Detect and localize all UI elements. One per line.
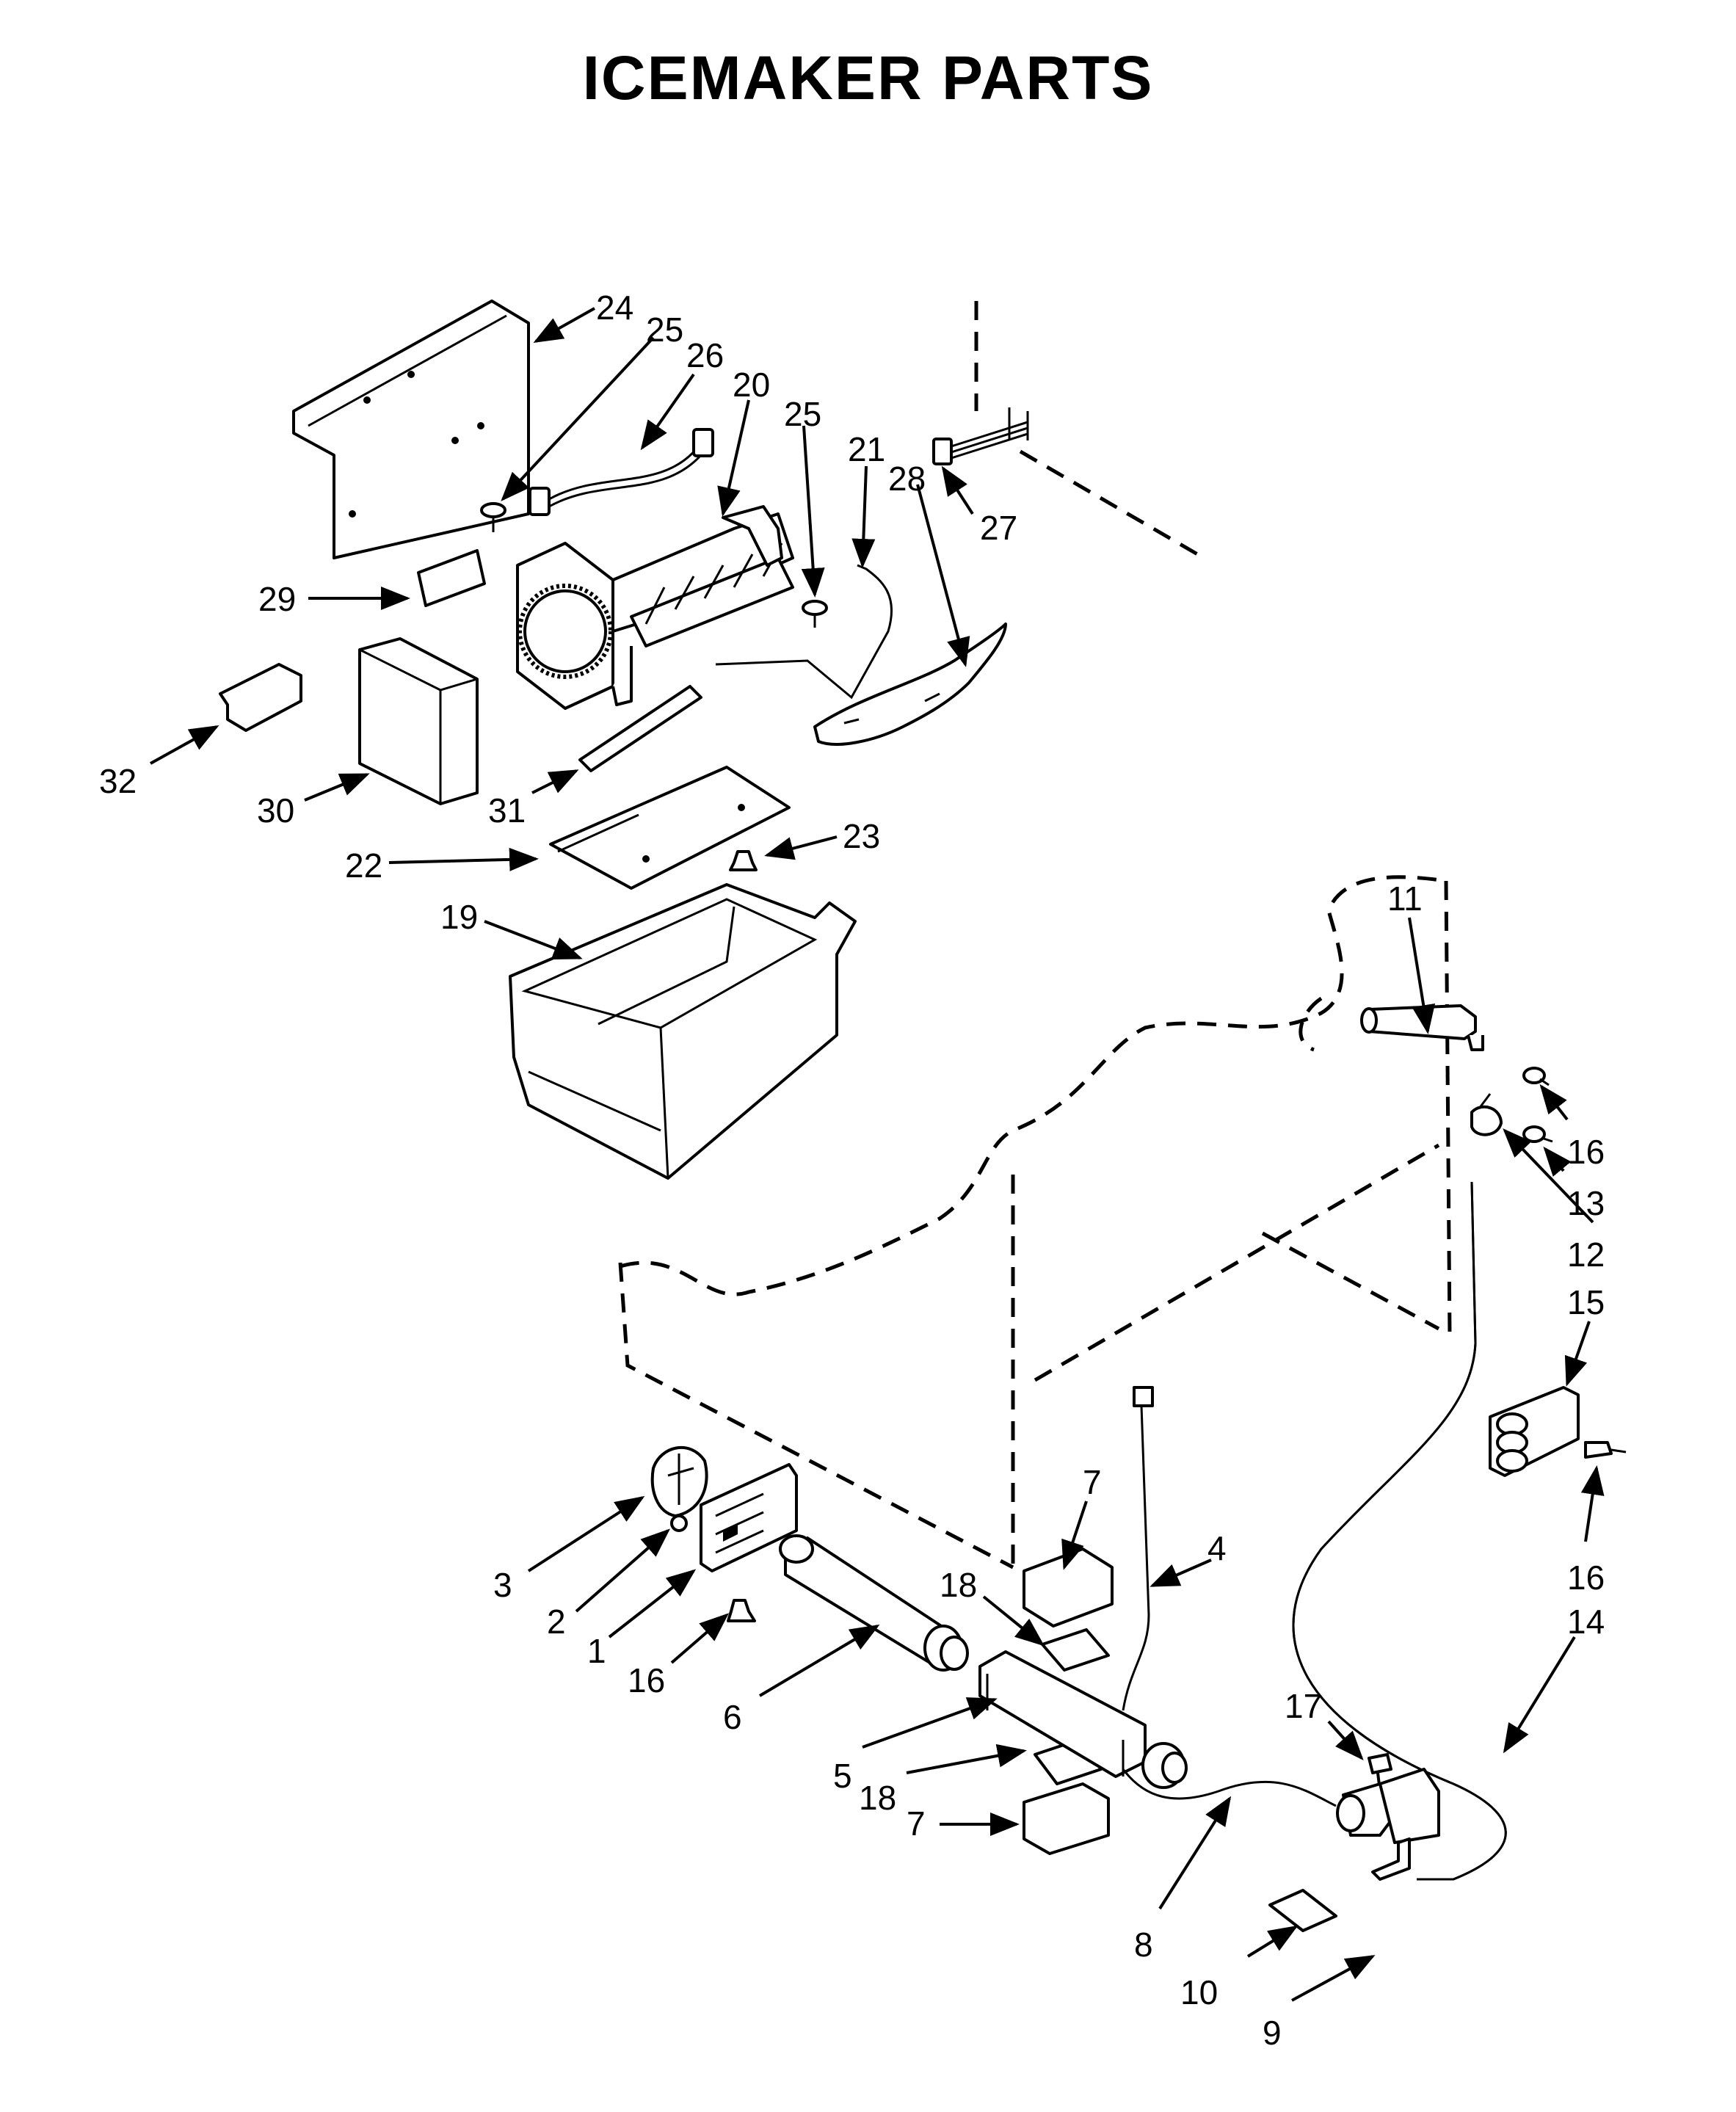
- water-valve: [1336, 1768, 1440, 1844]
- part-31-tube: [578, 685, 702, 772]
- part-27-connector: [932, 407, 1029, 465]
- callout-5: 5: [833, 1757, 852, 1795]
- part-12-clamp: [1470, 1093, 1503, 1136]
- callout-6: 6: [723, 1698, 742, 1736]
- callout-15: 15: [1567, 1283, 1605, 1321]
- callout-4: 4: [1207, 1529, 1227, 1567]
- part-3-knob: [650, 1446, 708, 1517]
- callout-27: 27: [980, 509, 1017, 547]
- part-10-plate: [1268, 1889, 1337, 1932]
- part-13-screw: [1522, 1125, 1553, 1143]
- part-9-bracket: [1371, 1837, 1411, 1881]
- cabinet-outline-dashed: [618, 301, 1452, 1571]
- callout-31: 31: [488, 791, 526, 830]
- callout-1: 1: [587, 1632, 606, 1670]
- callout-labels: 24 25 26 20 25 21 28 27 29 32 30 31 22 2…: [99, 289, 1605, 2052]
- part-32-bracket: [219, 663, 302, 732]
- part-30-cover: [358, 637, 479, 805]
- callout-30: 30: [257, 791, 294, 830]
- part-16-screw: [727, 1067, 1627, 1622]
- part-18-pad-upper: [1041, 1628, 1110, 1672]
- part-22-plate: [549, 766, 791, 890]
- part-14-water-tube-inner: [1292, 1181, 1507, 1881]
- part-20-icemaker-assembly: [516, 505, 794, 710]
- page-title: ICEMAKER PARTS: [582, 43, 1154, 112]
- part-15-clamp-bracket: [1489, 1386, 1580, 1477]
- part-21-shutoff-arm: [715, 564, 893, 700]
- part-6-water-filter: [779, 1534, 969, 1672]
- callout-14: 14: [1567, 1603, 1605, 1641]
- callout-7: 7: [907, 1804, 926, 1843]
- callout-12: 12: [1567, 1235, 1605, 1274]
- callout-21: 21: [848, 430, 885, 468]
- callout-16: 16: [628, 1661, 665, 1699]
- callout-17: 17: [1285, 1687, 1322, 1725]
- part-5-filter-housing: [978, 1650, 1188, 1789]
- callout-8: 8: [1134, 1926, 1153, 1964]
- part-26-wire-harness: [529, 428, 714, 516]
- callout-19: 19: [440, 898, 478, 936]
- callout-24: 24: [596, 289, 633, 327]
- callout-2: 2: [547, 1603, 566, 1641]
- part-2-spring: [670, 1514, 688, 1532]
- part-11-fill-tube: [1360, 1004, 1484, 1051]
- leader-lines: [150, 307, 1605, 2002]
- callout-22: 22: [345, 846, 382, 885]
- part-24-mounting-plate: [292, 300, 530, 559]
- part-19-ice-bin: [509, 883, 857, 1180]
- callout-25: 25: [784, 395, 821, 433]
- part-29-pad: [417, 549, 486, 607]
- callout-13: 13: [1567, 1184, 1605, 1222]
- part-25-screw: [480, 502, 828, 628]
- callout-32: 32: [99, 762, 137, 800]
- part-7-foam-block-lower: [1023, 1782, 1110, 1855]
- part-4-tube: [1122, 1386, 1154, 1711]
- callout-9: 9: [1263, 2014, 1282, 2052]
- callout-26: 26: [686, 336, 724, 374]
- callout-23: 23: [843, 817, 880, 855]
- callout-20: 20: [733, 366, 770, 404]
- callout-10: 10: [1180, 1973, 1218, 2011]
- callout-29: 29: [258, 580, 296, 618]
- callout-16: 16: [1567, 1558, 1605, 1597]
- part-1-filter-bracket: [700, 1463, 798, 1572]
- callout-28: 28: [888, 460, 926, 498]
- part-23-clip: [729, 850, 758, 871]
- callout-25: 25: [646, 311, 683, 349]
- callout-7: 7: [1083, 1463, 1102, 1501]
- part-8-tube: [1122, 1768, 1337, 1807]
- callout-3: 3: [493, 1566, 512, 1604]
- callout-18: 18: [859, 1779, 896, 1817]
- callout-16: 16: [1567, 1133, 1605, 1171]
- callout-18: 18: [940, 1566, 977, 1604]
- callout-11: 11: [1387, 879, 1423, 918]
- part-28-fill-cup: [813, 623, 1007, 746]
